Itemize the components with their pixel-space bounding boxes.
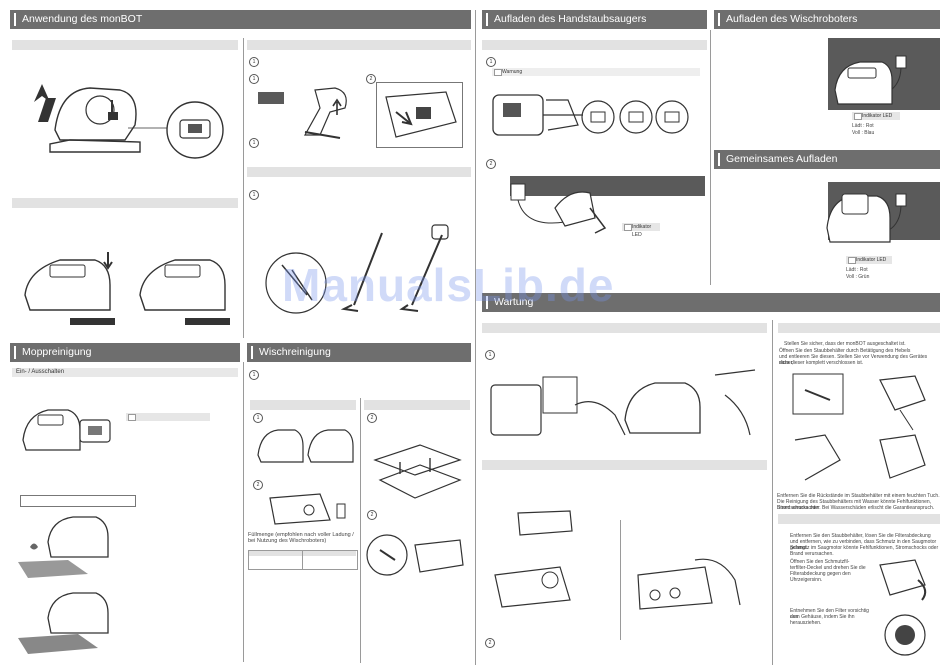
step-number: 2: [366, 74, 376, 84]
section-header-wischreinigung: Wischreinigung: [247, 343, 471, 362]
sub-bar: [482, 460, 767, 470]
handvac-illustration: [303, 87, 347, 139]
section-header-gemeinsam: Gemeinsames Aufladen: [714, 150, 940, 169]
wartung-text-2: Öffnen Sie den Staubbehälter durch Betät…: [779, 348, 911, 354]
section-header-aufladen-staubsauger: Aufladen des Handstaubsaugers: [482, 10, 707, 29]
wartung-filter-7: Filterabdeckung gegen den: [790, 571, 851, 577]
wartung-filter-10: dem Gehäuse, indem Sie ihn: [790, 614, 855, 620]
wartung-text-1: Stellen Sie sicher, dass der monBOT ausg…: [784, 341, 906, 347]
wartung-text-5: Entfernen Sie die Rückstände im Staubbeh…: [777, 493, 940, 499]
step-number: 1: [249, 370, 259, 380]
step-number: 2: [486, 159, 496, 169]
section-header-anwendung: Anwendung des monBOT: [10, 10, 471, 29]
gemeinsam-status-laed: Lädt : Rot: [846, 267, 868, 273]
divider: [710, 30, 711, 285]
indikator-led-wisch: Indikator LED: [852, 112, 900, 120]
mopp-robot-illustration: [22, 409, 111, 451]
wartung-filter-11: herausziehen.: [790, 620, 822, 626]
watermark: ManualsLib.de: [282, 259, 615, 311]
divider: [772, 320, 773, 665]
mopp-floor-illustration: [18, 592, 109, 654]
charge-plug-illustration: [510, 183, 607, 234]
divider: [243, 362, 244, 662]
sub-bar: [12, 40, 238, 50]
step-number: 1: [253, 413, 263, 423]
mopp-water-illustration: [18, 516, 109, 578]
wartung-filter-3: Schmutz im Saugmotor könnte Fehlfunktion…: [790, 545, 939, 551]
sub-bar: [482, 40, 707, 50]
indikator-led-staub: Indikator LED: [622, 223, 660, 238]
table-divider: [302, 550, 303, 569]
charge-vac-illustration: [492, 94, 689, 136]
wisch-station-illustration: [373, 444, 462, 499]
section-header-wartung: Wartung: [482, 293, 940, 312]
step-number: 1: [249, 57, 259, 67]
wartung-filter-9: Entnehmen Sie den Filter vorsichtig aus: [790, 608, 869, 620]
wartung-filter-2: und entfernen, wie zu verbinden, dass Sc…: [790, 539, 937, 551]
step-number: 1: [249, 190, 259, 200]
stick-assembly-illustration: [265, 224, 449, 314]
wartung-text-4: dass dieser komplett verschlossen ist.: [779, 360, 864, 366]
sub-bar: [482, 323, 767, 333]
sub-bar: [778, 323, 940, 333]
wartung-pad-illustration: [494, 510, 741, 610]
wartung-filter-6: terfilter-Deckel und drehen Sie die: [790, 565, 866, 571]
gemeinsam-status-voll: Voll : Grün: [846, 274, 870, 280]
mopp-label-box: [126, 413, 210, 421]
gemeinsam-charge-illustration: [826, 193, 907, 243]
section-header-aufladen-wischroboter: Aufladen des Wischroboters: [714, 10, 940, 29]
divider: [475, 10, 476, 665]
wartung-text-7: Brand verursachen. Bei Wasserschäden erl…: [777, 505, 935, 511]
sub-bar: [247, 167, 471, 177]
wisch-status-laed: Lädt : Rot: [852, 123, 874, 129]
robot-dock-illustration: [24, 252, 230, 325]
step-number: 1: [486, 57, 496, 67]
step-number: 1: [249, 138, 259, 148]
step-number: 2: [253, 480, 263, 490]
wartung-filter-1: Entfernen Sie den Staubbehälter, lösen S…: [790, 533, 931, 539]
detail-illustration: [385, 91, 457, 138]
sub-bar: [12, 198, 238, 208]
sub-bar: [247, 40, 471, 50]
wisch-refill-illustration: [366, 534, 464, 576]
wartung-text-6: Die Reinigung des Staubbehälters mit Was…: [777, 499, 932, 511]
wartung-filter-illustration: [879, 559, 927, 656]
wisch-robot-illustration: [257, 429, 354, 463]
section-header-moppreinigung: Moppreinigung: [10, 343, 240, 362]
wartung-dustbin-illustration: [792, 373, 926, 481]
indikator-led-gemeinsam: Indikator LED: [846, 256, 892, 264]
divider: [620, 520, 621, 640]
warnung-box: Warnung: [492, 68, 700, 76]
sub-bar: [250, 400, 356, 410]
warnung-label: Warnung: [502, 69, 523, 75]
wartung-base-illustration: [490, 369, 756, 436]
sub-bar: [778, 514, 940, 524]
battery-indicator-box: [258, 92, 284, 104]
fuellmenge-text: Füllmenge (empfohlen nach voller Ladung …: [248, 532, 354, 544]
divider: [243, 38, 244, 338]
mopp-text-box: [20, 495, 136, 507]
step-number: 2: [485, 638, 495, 648]
wisch-pad-illustration: [269, 493, 346, 525]
divider: [360, 398, 361, 663]
wartung-text-3: und entleeren Sie diesen. Stellen Sie vo…: [779, 354, 928, 366]
wartung-filter-4: Brand verursachen.: [790, 551, 834, 557]
step-number: 2: [367, 510, 377, 520]
wisch-charge-illustration: [834, 55, 907, 105]
wartung-filter-5: Öffnen Sie den Schmutzfil-: [790, 559, 850, 565]
vacuum-lift-illustration: [34, 84, 224, 159]
wisch-status-voll: Voll : Blau: [852, 130, 875, 136]
sub-bar: [364, 400, 470, 410]
mopp-subtitle: Ein- / Ausschalten: [12, 368, 238, 377]
step-number: 1: [485, 350, 495, 360]
step-number: 2: [367, 413, 377, 423]
step-number: 1: [249, 74, 259, 84]
wartung-filter-8: Uhrzeigersinn.: [790, 577, 823, 583]
charge-wall-panel: [510, 176, 705, 196]
